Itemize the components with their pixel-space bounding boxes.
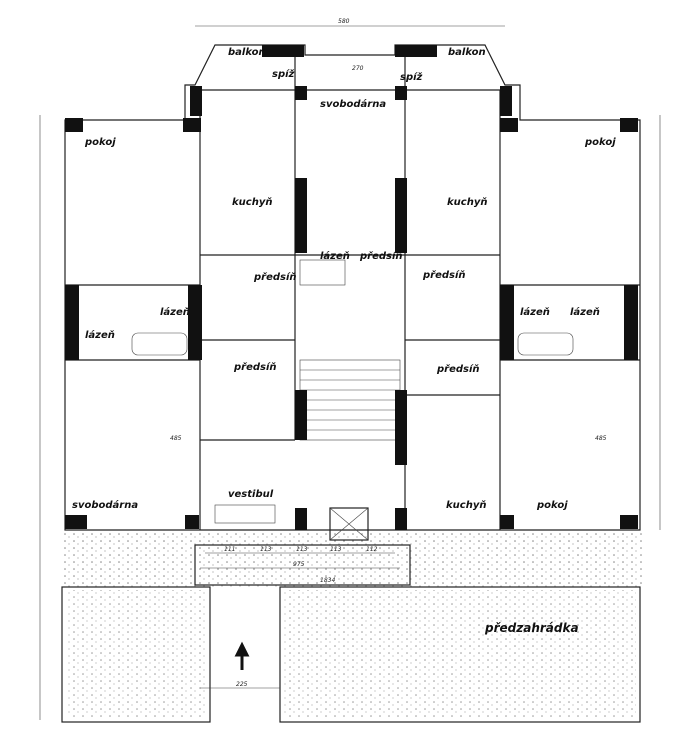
label-svobodarna-bottom-left: svobodárna	[72, 499, 138, 511]
dim-seg-4: 113	[330, 546, 342, 553]
label-lazen-left-b: lázeň	[85, 329, 115, 341]
label-predsin-left-lower: předsíň	[233, 361, 277, 373]
label-svobodarna-top: svobodárna	[320, 98, 386, 110]
building-outline	[64, 44, 641, 541]
dim-seg-2: 113	[260, 546, 272, 553]
dimensions: 580 270 111 113 113 113 112 975 1834 225…	[39, 18, 661, 720]
dim-seg-5: 112	[366, 546, 378, 553]
label-predsin-right-upper: předsíň	[422, 269, 466, 281]
north-arrow-icon	[234, 641, 250, 670]
label-spiz-right: spíž	[400, 71, 423, 83]
room-labels: balkon balkon spíž spíž svobodárna pokoj…	[72, 47, 616, 635]
dim-garden-gap: 225	[236, 681, 248, 688]
label-kuchyn-bottom-right: kuchyň	[446, 499, 486, 511]
label-lazen-right-b: lázeň	[570, 306, 600, 318]
label-vestibul: vestibul	[228, 489, 274, 500]
dim-left-depth: 485	[170, 435, 182, 442]
dim-entrance-inner: 975	[293, 561, 305, 568]
label-kuchyn-top-right: kuchyň	[447, 196, 487, 208]
dim-center-top: 270	[352, 65, 364, 72]
label-lazen-center: lázeň	[320, 250, 350, 262]
walls	[65, 45, 638, 530]
label-spiz-left: spíž	[272, 68, 295, 80]
front-garden	[61, 532, 642, 723]
label-predsin-right-lower: předsíň	[436, 363, 480, 375]
label-balkon-left: balkon	[228, 47, 266, 58]
label-pokoj-top-left: pokoj	[84, 137, 116, 148]
label-balkon-right: balkon	[448, 47, 486, 58]
label-pokoj-top-right: pokoj	[584, 137, 616, 148]
label-predzahradka: předzahrádka	[484, 621, 579, 635]
dim-right-depth: 485	[595, 435, 607, 442]
label-predsin-left-upper: předsíň	[253, 271, 297, 283]
dim-seg-1: 111	[224, 546, 235, 553]
dim-entrance-total: 1834	[320, 577, 335, 584]
label-predsin-center: předsíň	[359, 250, 403, 262]
label-pokoj-bottom-right: pokoj	[536, 500, 568, 511]
dim-seg-3: 113	[296, 546, 308, 553]
label-kuchyn-top-left: kuchyň	[232, 196, 272, 208]
label-lazen-left-a: lázeň	[160, 306, 190, 318]
dim-top-width: 580	[338, 18, 350, 25]
label-lazen-right-a: lázeň	[520, 306, 550, 318]
